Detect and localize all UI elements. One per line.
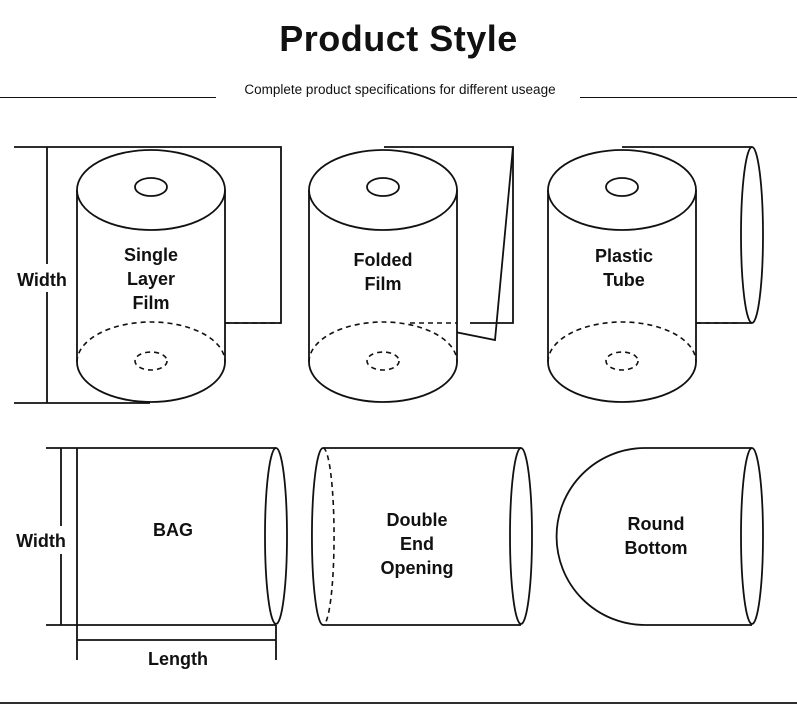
bag-opening	[740, 447, 764, 625]
round-bottom-label-2: Bottom	[625, 538, 688, 558]
round-bottom-label-1: Round	[628, 514, 685, 534]
roll-bottom-edge	[76, 361, 226, 403]
double-end-opening-shape: Double End Opening	[311, 447, 533, 626]
double-end-opening-label-1: Double	[387, 510, 448, 530]
roll-bottom-hidden-edge	[547, 321, 697, 363]
single-layer-film-label-3: Film	[132, 293, 169, 313]
page-title: Product Style	[279, 18, 518, 59]
folded-film-label-1: Folded	[354, 250, 413, 270]
left-opening-front	[311, 447, 324, 626]
width-label-bottom: Width	[16, 531, 66, 551]
folded-sheet-back	[470, 147, 514, 324]
single-layer-film-label-2: Layer	[127, 269, 175, 289]
bag-outline	[645, 447, 752, 626]
bag-opening	[264, 447, 288, 625]
width-label-top: Width	[17, 270, 67, 290]
width-dimension-bottom: Width	[10, 447, 77, 626]
tube-opening	[740, 146, 764, 324]
plastic-tube-roll: Plastic Tube	[547, 146, 764, 403]
tube-outline	[323, 447, 521, 626]
roll-sides	[308, 190, 458, 362]
bag-label: BAG	[153, 520, 193, 540]
folded-film-label-2: Film	[364, 274, 401, 294]
page-subtitle: Complete product specifications for diff…	[244, 82, 556, 97]
folded-film-roll: Folded Film	[308, 146, 514, 403]
right-opening	[509, 447, 533, 625]
bag-outline	[76, 447, 276, 626]
length-dimension-lines	[76, 625, 277, 660]
roll-bottom-edge	[547, 361, 697, 403]
roll-top-face	[547, 149, 697, 231]
plastic-tube-label-1: Plastic	[595, 246, 653, 266]
roll-bottom-hidden-edge	[76, 321, 226, 363]
single-layer-film-label-1: Single	[124, 245, 178, 265]
header-rule-right	[580, 97, 797, 98]
double-end-opening-label-2: End	[400, 534, 434, 554]
round-bottom-curve	[555, 447, 646, 626]
roll-bottom-hidden-edge	[308, 321, 458, 363]
roll-core-hole-bottom	[366, 351, 400, 371]
width-dimension-top: Width	[10, 146, 150, 404]
single-layer-film-roll: Single Layer Film	[76, 146, 282, 403]
length-label: Length	[148, 649, 208, 669]
roll-core-hole	[605, 177, 639, 197]
roll-top-face	[308, 149, 458, 231]
header-rule-left	[0, 97, 216, 98]
left-opening-hidden	[322, 447, 335, 626]
roll-top-face	[76, 149, 226, 231]
roll-core-hole	[134, 177, 168, 197]
roll-bottom-edge	[308, 361, 458, 403]
roll-sides	[547, 190, 697, 362]
roll-core-hole	[366, 177, 400, 197]
roll-sides	[76, 190, 226, 362]
roll-core-hole-bottom	[134, 351, 168, 371]
plastic-tube-label-2: Tube	[603, 270, 645, 290]
double-end-opening-label-3: Opening	[381, 558, 454, 578]
length-dimension: Length	[76, 625, 277, 669]
round-bottom-shape: Round Bottom	[555, 447, 764, 626]
roll-core-hole-bottom	[605, 351, 639, 371]
bag-shape: BAG	[76, 447, 288, 626]
